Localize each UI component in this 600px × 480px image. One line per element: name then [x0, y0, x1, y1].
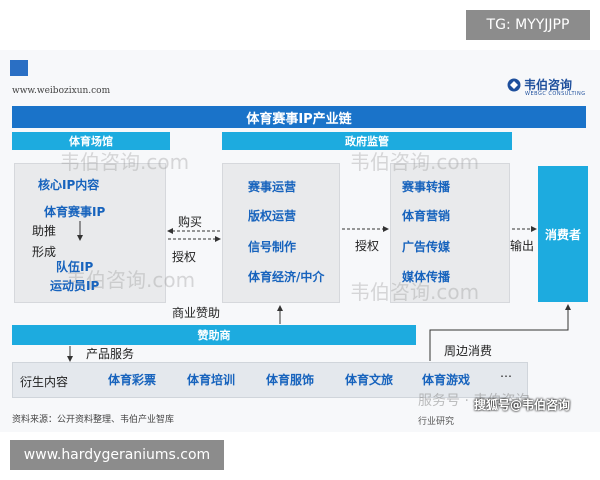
peripheral-consumption-arrow	[429, 304, 571, 361]
consumer-box: 消费者	[538, 166, 588, 302]
derivative-item: 体育服饰	[266, 373, 315, 387]
distribution-item: 媒体传播	[402, 270, 451, 284]
athlete-ip: 运动员IP	[50, 279, 100, 293]
authorize-label: 授权	[172, 250, 197, 264]
operations-panel	[222, 163, 340, 303]
operations-item: 体育经济/中介	[248, 270, 325, 284]
derivative-item: 体育游戏	[422, 373, 471, 387]
team-ip: 队伍IP	[56, 260, 94, 274]
commercial-sponsor-label: 商业赞助	[172, 306, 221, 320]
event-ip: 体育赛事IP	[44, 205, 106, 219]
operations-item: 信号制作	[248, 240, 297, 254]
sohu-watermark: 搜狐号@韦伯咨询	[474, 398, 571, 412]
derivative-item: 体育彩票	[108, 373, 157, 387]
ip-content-panel	[14, 163, 166, 303]
watermark-text: 韦伯咨询.com	[350, 150, 480, 174]
authorize-label: 授权	[355, 239, 380, 253]
watermark-text: 韦伯咨询.com	[60, 150, 190, 174]
brand-name: 韦伯咨询	[524, 78, 573, 92]
derivatives-ellipsis: …	[500, 366, 512, 380]
product-service-label: 产品服务	[86, 347, 135, 361]
buy-label: 购买	[178, 215, 203, 229]
venue-section-header: 体育场馆	[12, 132, 170, 150]
source-note-right: 行业研究	[418, 417, 455, 427]
derivatives-bar	[12, 362, 528, 398]
brand-subtitle: WEBGC CONSULTING	[525, 91, 586, 97]
distribution-panel	[390, 163, 510, 303]
watermark-text: 韦伯咨询.com	[66, 268, 196, 292]
derivatives-label: 衍生内容	[20, 375, 69, 389]
distribution-item: 体育营销	[402, 209, 451, 223]
derivative-item: 体育文旅	[345, 373, 394, 387]
government-section-header: 政府监管	[222, 132, 512, 150]
source-url: www.weibozixun.com	[12, 86, 111, 96]
channel-tag: TG: MYYJJPP	[466, 10, 590, 40]
source-note: 资料来源：公开资料整理、韦伯产业智库	[12, 415, 175, 425]
output-label: 输出	[510, 239, 535, 253]
distribution-item: 赛事转播	[402, 180, 451, 194]
brand-logo-icon	[507, 78, 521, 92]
operations-item: 版权运营	[248, 209, 297, 223]
boost-label: 助推	[32, 224, 57, 238]
sponsor-bar: 赞助商	[12, 325, 416, 345]
watermark-text: 韦伯咨询.com	[350, 280, 480, 304]
distribution-item: 广告传媒	[402, 240, 451, 254]
derivative-item: 体育培训	[187, 373, 236, 387]
peripheral-consumption-label: 周边消费	[444, 344, 493, 358]
operations-item: 赛事运营	[248, 180, 297, 194]
site-url-tag: www.hardygeraniums.com	[10, 440, 224, 470]
core-ip-content: 核心IP内容	[38, 178, 100, 192]
diagram-title: 体育赛事IP产业链	[12, 106, 586, 128]
form-label: 形成	[32, 245, 57, 259]
watermark-text: 服务号 · 韦伯咨询	[418, 393, 530, 409]
logo-square	[10, 60, 28, 76]
